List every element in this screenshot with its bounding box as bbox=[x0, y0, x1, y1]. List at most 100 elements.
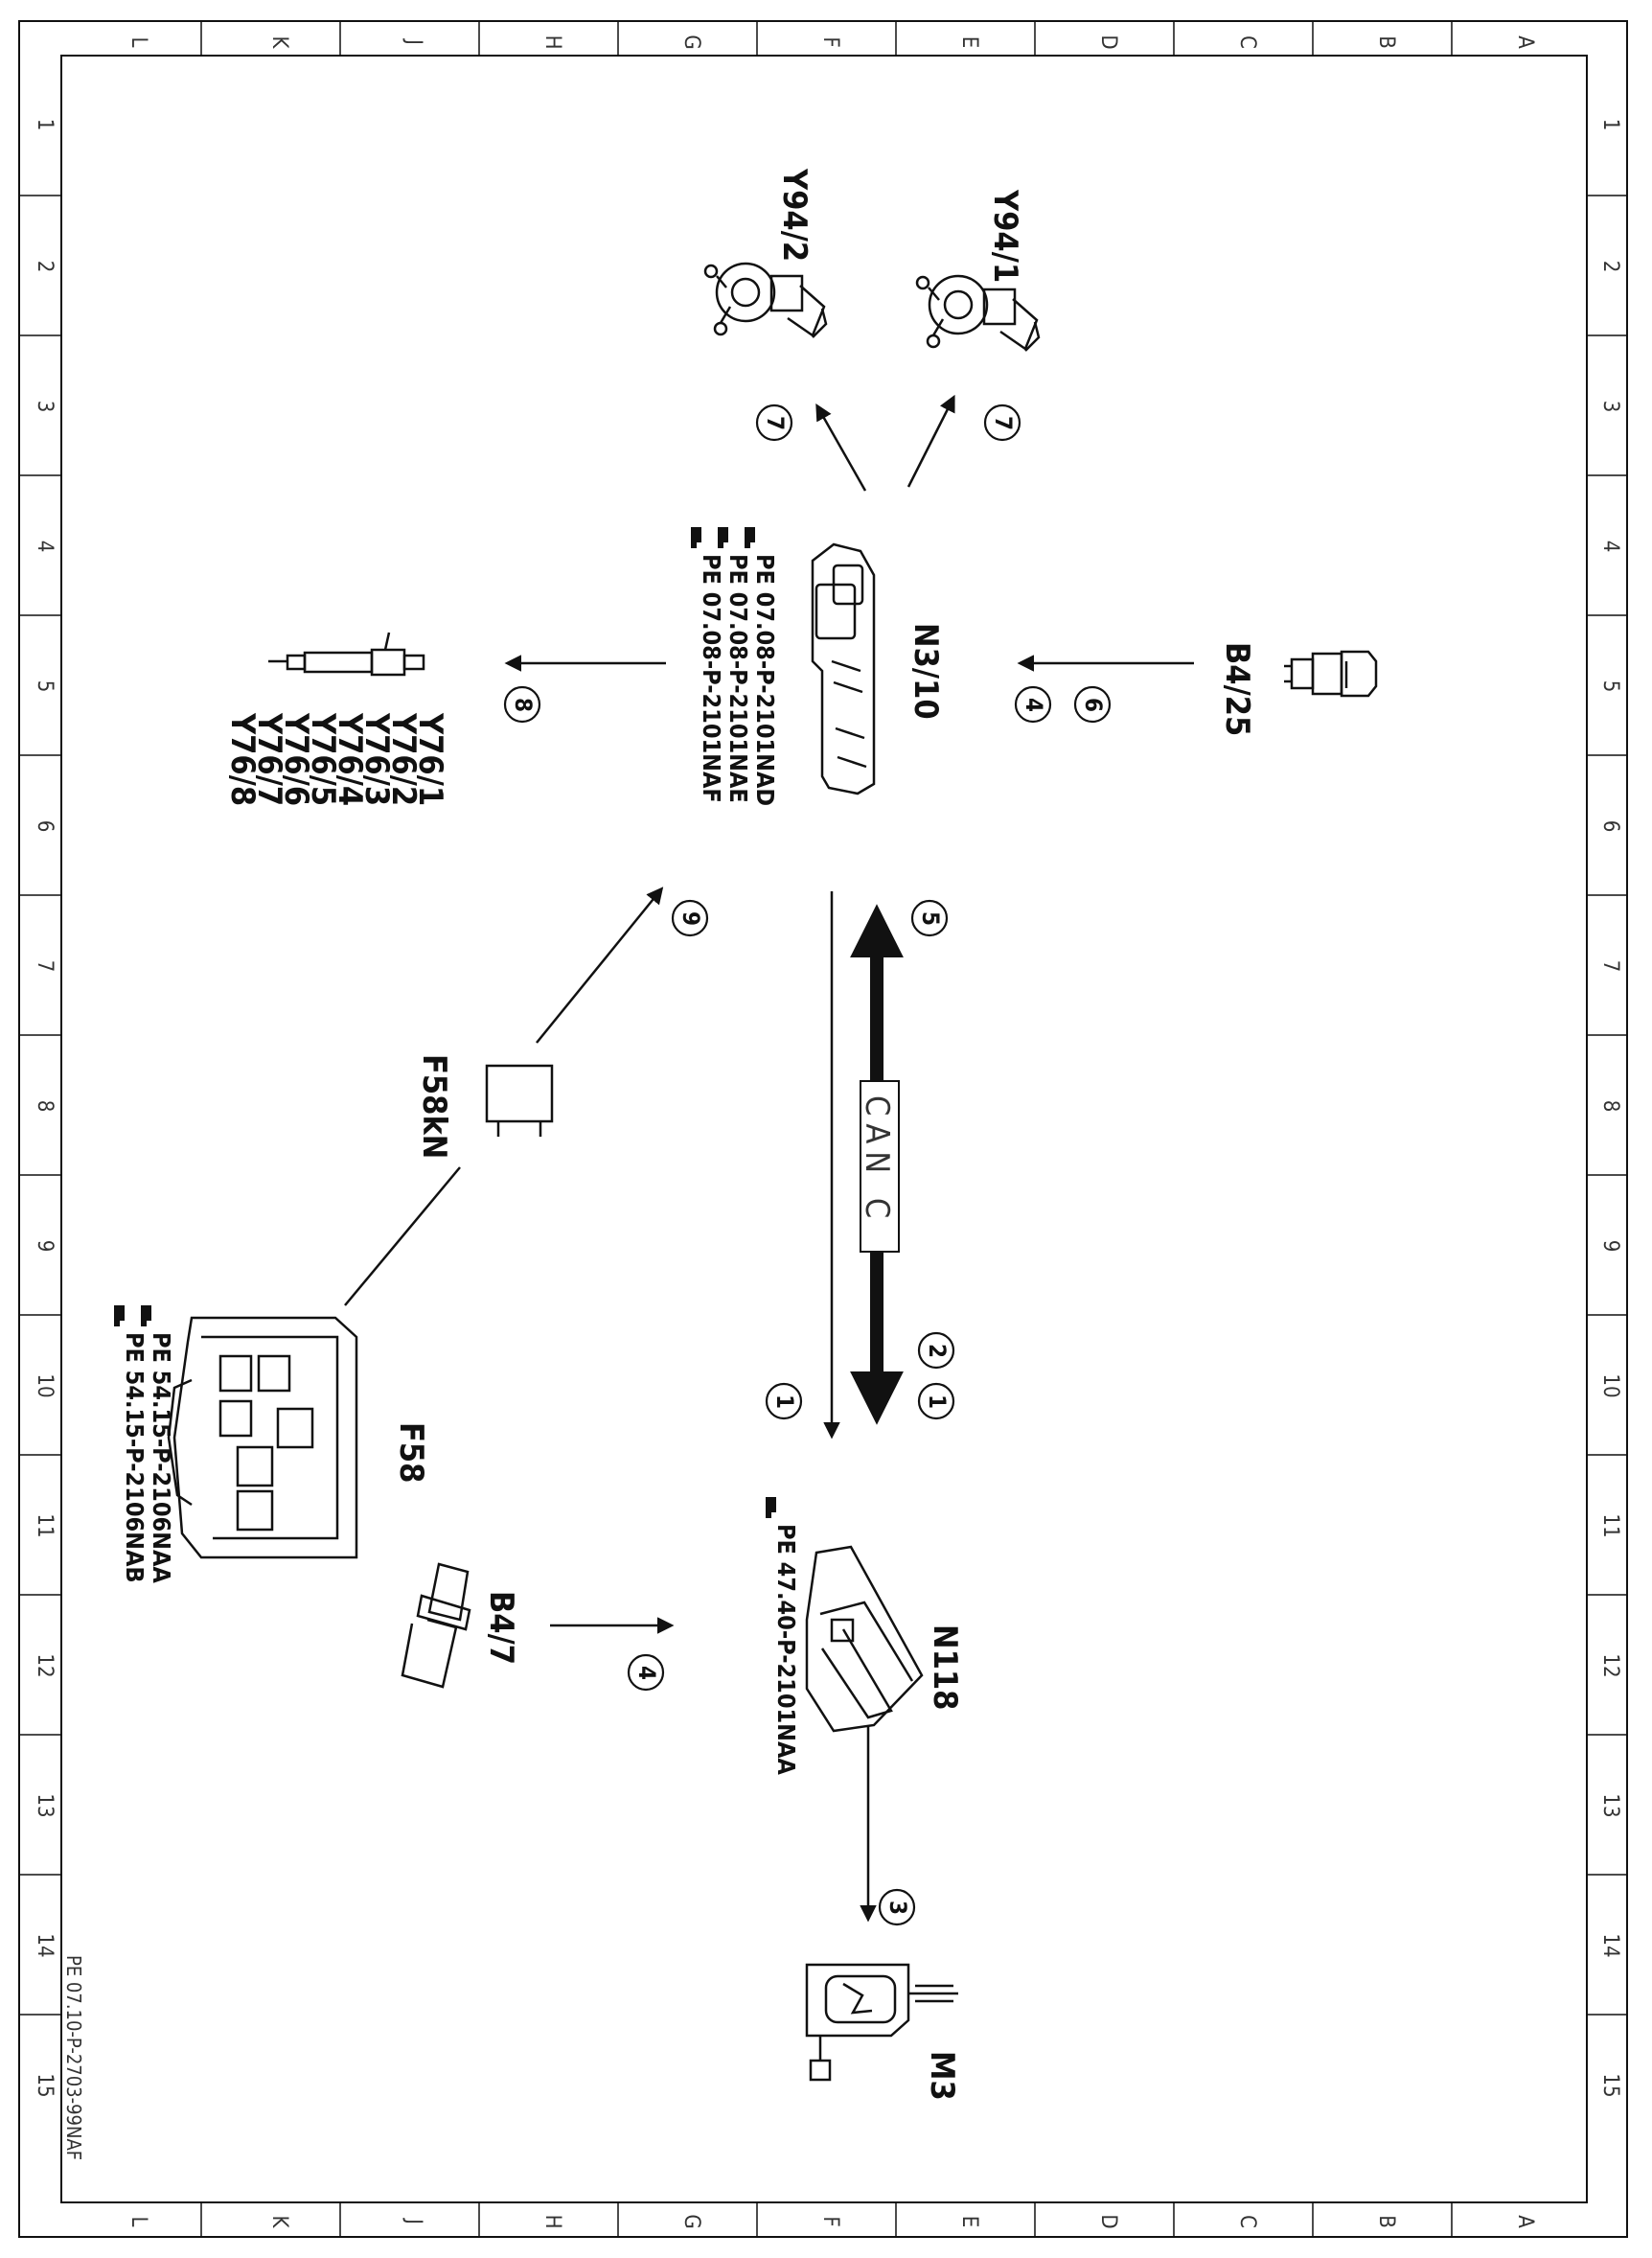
signal-can-up: 5 bbox=[917, 911, 944, 926]
label-b4-7: B4/7 bbox=[482, 1591, 520, 1665]
ref-n3-10-2: PE 07.08-P-2101NAE bbox=[724, 554, 752, 803]
grid-row-9-right: 9 bbox=[1598, 1240, 1622, 1253]
can-c-bus-icon bbox=[850, 904, 904, 1425]
grid-row-9-left: 9 bbox=[33, 1240, 57, 1253]
grid-col-E-bottom: E bbox=[957, 2216, 981, 2228]
signal-b4-25-6: 6 bbox=[1080, 698, 1107, 712]
label-y94-2: Y94/2 bbox=[775, 168, 814, 262]
grid-col-C-bottom: C bbox=[1235, 2215, 1259, 2228]
signal-can-down-1: 1 bbox=[924, 1394, 951, 1409]
grid-row-11-right: 11 bbox=[1598, 1513, 1622, 1537]
grid-row-4-left: 4 bbox=[33, 541, 57, 553]
grid-rows-right: 1 2 3 4 5 6 7 8 9 10 11 12 13 14 15 bbox=[1598, 119, 1622, 2098]
grid-col-B-top: B bbox=[1374, 35, 1398, 49]
label-f58kn: F58kN bbox=[415, 1054, 453, 1159]
grid-col-L-top: L bbox=[126, 36, 150, 47]
grid-col-F-bottom: F bbox=[818, 2216, 842, 2226]
reference-texts: PE 07.08-P-2101NAD PE 07.08-P-2101NAE PE… bbox=[121, 554, 800, 1775]
grid-row-11-left: 11 bbox=[33, 1513, 57, 1537]
label-y94-1: Y94/1 bbox=[986, 189, 1024, 283]
label-y76-7: Y76/7 bbox=[250, 712, 288, 806]
f58-fuse-box-icon bbox=[167, 1316, 358, 1559]
grid-row-10-right: 10 bbox=[1598, 1373, 1622, 1397]
label-y76-4: Y76/4 bbox=[331, 712, 369, 806]
grid-col-C-top: C bbox=[1235, 35, 1259, 49]
grid-col-F-top: F bbox=[818, 36, 842, 47]
grid-col-D-bottom: D bbox=[1096, 2214, 1120, 2228]
reference-hand-icons bbox=[114, 527, 776, 1518]
ref-hand-icon bbox=[691, 527, 701, 548]
grid-rows-left: 1 2 3 4 5 6 7 8 9 10 11 12 13 14 15 bbox=[33, 119, 57, 2098]
ref-hand-icon bbox=[114, 1305, 125, 1326]
component-labels: Y94/2 Y94/1 B4/25 N3/10 F58kN F58 B4/7 N… bbox=[392, 168, 1256, 2101]
b4-25-sensor-icon bbox=[1284, 650, 1378, 698]
grid-col-L-bottom: L bbox=[126, 2216, 150, 2226]
grid-row-12-left: 12 bbox=[33, 1653, 57, 1677]
grid-row-10-left: 10 bbox=[33, 1373, 57, 1397]
grid-row-5-left: 5 bbox=[33, 680, 57, 693]
signal-f58kn: 9 bbox=[677, 911, 704, 926]
grid-row-8-right: 8 bbox=[1598, 1100, 1622, 1113]
signal-m3: 3 bbox=[884, 1901, 911, 1915]
y76-label-list: Y76/1 Y76/2 Y76/3 Y76/4 Y76/5 Y76/6 Y76/… bbox=[223, 712, 449, 806]
ref-hand-icon bbox=[766, 1497, 776, 1518]
y94-2-valve-icon bbox=[703, 262, 828, 338]
label-n118: N118 bbox=[926, 1624, 964, 1710]
grid-row-15-left: 15 bbox=[33, 2073, 57, 2097]
can-c-bus-label: CAN C bbox=[858, 1095, 896, 1226]
grid-row-13-left: 13 bbox=[33, 1793, 57, 1817]
grid-col-H-top: H bbox=[540, 35, 564, 50]
grid-row-2-left: 2 bbox=[33, 261, 57, 273]
grid-col-G-bottom: G bbox=[679, 2214, 703, 2228]
grid-col-A-top: A bbox=[1513, 35, 1537, 49]
label-y76-1: Y76/1 bbox=[411, 712, 449, 806]
grid-row-3-left: 3 bbox=[33, 401, 57, 413]
signal-arrows bbox=[344, 394, 1194, 1923]
grid-row-ticks bbox=[19, 195, 1627, 2016]
label-y76-2: Y76/2 bbox=[384, 712, 423, 806]
grid-row-7-left: 7 bbox=[33, 960, 57, 973]
label-n3-10: N3/10 bbox=[906, 623, 945, 720]
f58kn-relay-icon bbox=[485, 1064, 554, 1137]
grid-column-ticks bbox=[200, 21, 1453, 2237]
grid-row-8-left: 8 bbox=[33, 1100, 57, 1113]
ref-f58-2: PE 54.15-P-2106NAB bbox=[121, 1332, 149, 1583]
signal-n118-in: 1 bbox=[771, 1394, 798, 1409]
signal-b4-7: 4 bbox=[633, 1666, 660, 1680]
grid-row-6-right: 6 bbox=[1598, 820, 1622, 833]
grid-col-J-bottom: J bbox=[402, 2217, 425, 2224]
signal-y94-2: 7 bbox=[762, 416, 789, 430]
label-y76-8: Y76/8 bbox=[223, 712, 262, 806]
label-y76-3: Y76/3 bbox=[357, 712, 396, 806]
y94-1-valve-icon bbox=[915, 274, 1041, 352]
grid-row-14-left: 14 bbox=[33, 1933, 57, 1957]
signal-can-down-2: 2 bbox=[924, 1344, 951, 1358]
grid-row-15-right: 15 bbox=[1598, 2073, 1622, 2097]
n118-control-unit-icon bbox=[805, 1545, 924, 1733]
ref-n3-10-1: PE 07.08-P-2101NAD bbox=[751, 554, 779, 806]
m3-fuel-pump-icon bbox=[805, 1963, 958, 2082]
grid-columns-bottom: L K J H G F E D C B A bbox=[126, 2214, 1537, 2228]
signal-numbers: 7 7 6 4 8 9 5 2 1 1 4 3 bbox=[510, 416, 1107, 1915]
grid-row-12-right: 12 bbox=[1598, 1653, 1622, 1677]
y76-injector-icon bbox=[268, 632, 425, 677]
grid-row-5-right: 5 bbox=[1598, 680, 1622, 693]
ref-hand-icon bbox=[745, 527, 755, 548]
grid-col-K-top: K bbox=[267, 36, 291, 50]
grid-row-1-left: 1 bbox=[33, 119, 57, 131]
grid-col-G-top: G bbox=[679, 35, 703, 49]
label-f58: F58 bbox=[392, 1422, 430, 1483]
label-y76-6: Y76/6 bbox=[277, 712, 315, 806]
ref-hand-icon bbox=[718, 527, 728, 548]
signal-y76: 8 bbox=[510, 698, 537, 712]
signal-b4-25-4: 4 bbox=[1021, 698, 1047, 712]
grid-row-1-right: 1 bbox=[1598, 119, 1622, 131]
label-b4-25: B4/25 bbox=[1218, 642, 1256, 736]
signal-circles bbox=[503, 403, 1112, 1926]
ref-hand-icon bbox=[141, 1305, 151, 1326]
grid-row-4-right: 4 bbox=[1598, 541, 1622, 553]
grid-col-D-top: D bbox=[1096, 35, 1120, 49]
grid-columns-top: L K J H G F E D C B A bbox=[126, 35, 1537, 49]
grid-row-2-right: 2 bbox=[1598, 261, 1622, 273]
